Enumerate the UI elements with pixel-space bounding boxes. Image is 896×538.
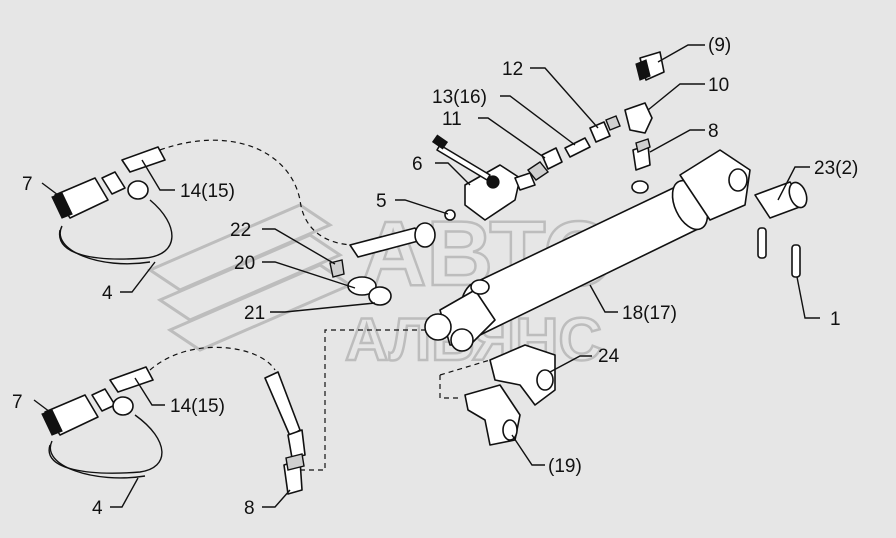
small-parts-middle — [329, 209, 456, 306]
label-13-16: 13(16) — [432, 87, 487, 108]
label-8-top: 8 — [708, 121, 719, 142]
label-14-15-top: 14(15) — [180, 181, 235, 202]
label-24: 24 — [598, 346, 620, 367]
coupler-upper — [51, 146, 173, 265]
label-9: (9) — [708, 35, 731, 56]
label-19: (19) — [548, 456, 582, 477]
label-23-2: 23(2) — [814, 158, 858, 179]
label-1: 1 — [830, 309, 841, 330]
label-7-top: 7 — [22, 174, 33, 195]
label-10: 10 — [708, 75, 729, 96]
label-21: 21 — [244, 303, 265, 324]
hydraulic-cylinder — [424, 149, 751, 352]
pin-assembly — [754, 181, 808, 278]
label-11: 11 — [442, 109, 462, 130]
hose-routing-lines — [149, 139, 491, 471]
label-20: 20 — [234, 253, 255, 274]
coupler-lower — [41, 366, 163, 479]
label-12: 12 — [502, 59, 523, 80]
fittings-upper — [526, 51, 665, 181]
ball-valve — [431, 134, 536, 221]
label-14-15-bottom: 14(15) — [170, 396, 225, 417]
label-4-top: 4 — [102, 283, 113, 304]
label-8-bottom: 8 — [244, 498, 255, 519]
label-5: 5 — [376, 191, 387, 212]
brackets — [464, 344, 556, 446]
label-7-bottom: 7 — [12, 392, 23, 413]
label-4-bottom: 4 — [92, 498, 103, 519]
label-6: 6 — [412, 154, 423, 175]
leader-lines — [33, 44, 820, 508]
part-labels: (9) 10 12 13(16) 11 8 6 23(2) 5 7 14(15)… — [12, 35, 858, 519]
hose-lower — [264, 371, 306, 495]
label-18-17: 18(17) — [622, 303, 677, 324]
label-22: 22 — [230, 220, 251, 241]
